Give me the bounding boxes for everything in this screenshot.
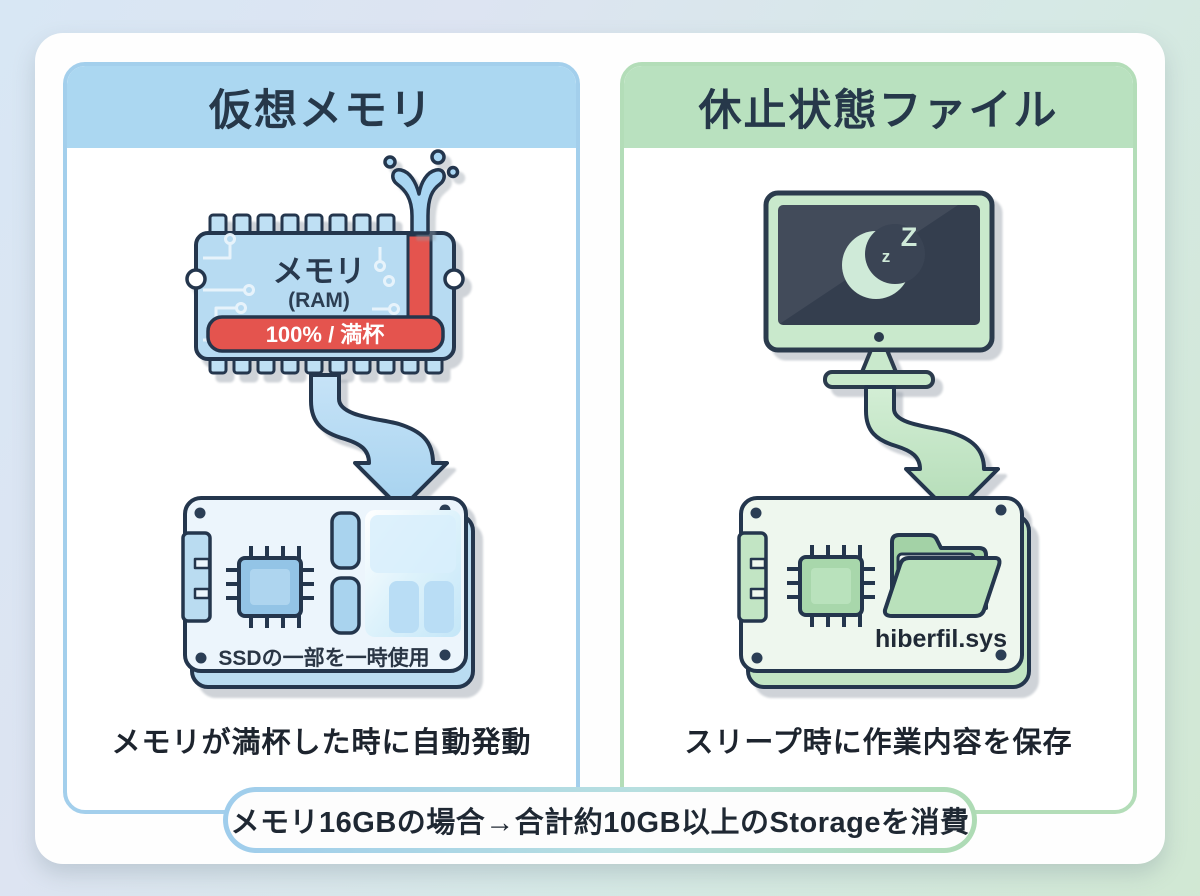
ram-label: メモリ [273,254,366,289]
monitor-neck [860,348,898,374]
footer-note-inner: メモリ16GBの場合→合計約10GB以上のStorageを消費 [228,792,972,848]
circuit-traces [203,233,400,342]
ram-fill-column [406,233,433,325]
ssd-connector [737,531,768,623]
arrow-down-icon [309,373,449,511]
hibernation-caption: スリープ時に作業内容を保存 [684,727,1073,759]
ram-sublabel: (RAM) [288,289,350,312]
cpu-chip-icon [226,546,314,628]
monitor-icon: z Z [763,190,995,389]
footer-note-text: メモリ16GBの場合→合計約10GB以上のStorageを消費 [230,807,970,839]
sleep-z-small: z [882,247,891,266]
ram-usage-bar [206,315,445,353]
ssd-connector [181,531,212,623]
virtual-memory-caption: メモリが満杯した時に自動発動 [111,727,532,759]
virtual-memory-title: 仮想メモリ [209,87,434,135]
ram-chip-icon: メモリ (RAM) 100% / 満杯 [185,213,465,375]
hiberfil-label: hiberfil.sys [875,625,1007,653]
hibernation-panel: 休止状態ファイル z Z [620,62,1137,814]
ssd-usage-label: SSDの一部を一時使用 [218,646,429,670]
moon-icon [842,224,925,299]
virtual-memory-illustration: メモリ (RAM) 100% / 満杯 [181,149,475,689]
cpu-chip-icon [787,545,875,627]
footer-note-pill: メモリ16GBの場合→合計約10GB以上のStorageを消費 [223,787,977,853]
screw-dots [750,504,1007,664]
water-splash-icon [383,149,460,235]
monitor-power-dot [874,332,884,342]
hibernation-header: 休止状態ファイル [624,66,1133,148]
sleep-z-large: Z [901,222,918,252]
folder-icon [882,533,1002,618]
temp-use-region [365,510,461,637]
virtual-memory-header: 仮想メモリ [67,66,576,148]
ssd-icon: hiberfil.sys [737,496,1031,689]
arrow-down-icon [864,385,1000,517]
hibernation-title: 休止状態ファイル [698,87,1059,135]
ram-usage-text: 100% / 満杯 [266,322,385,347]
virtual-memory-panel: 仮想メモリ [63,62,580,814]
monitor-base [823,370,935,389]
ssd-icon: SSDの一部を一時使用 [181,496,475,689]
hibernation-illustration: z Z [737,190,1031,689]
